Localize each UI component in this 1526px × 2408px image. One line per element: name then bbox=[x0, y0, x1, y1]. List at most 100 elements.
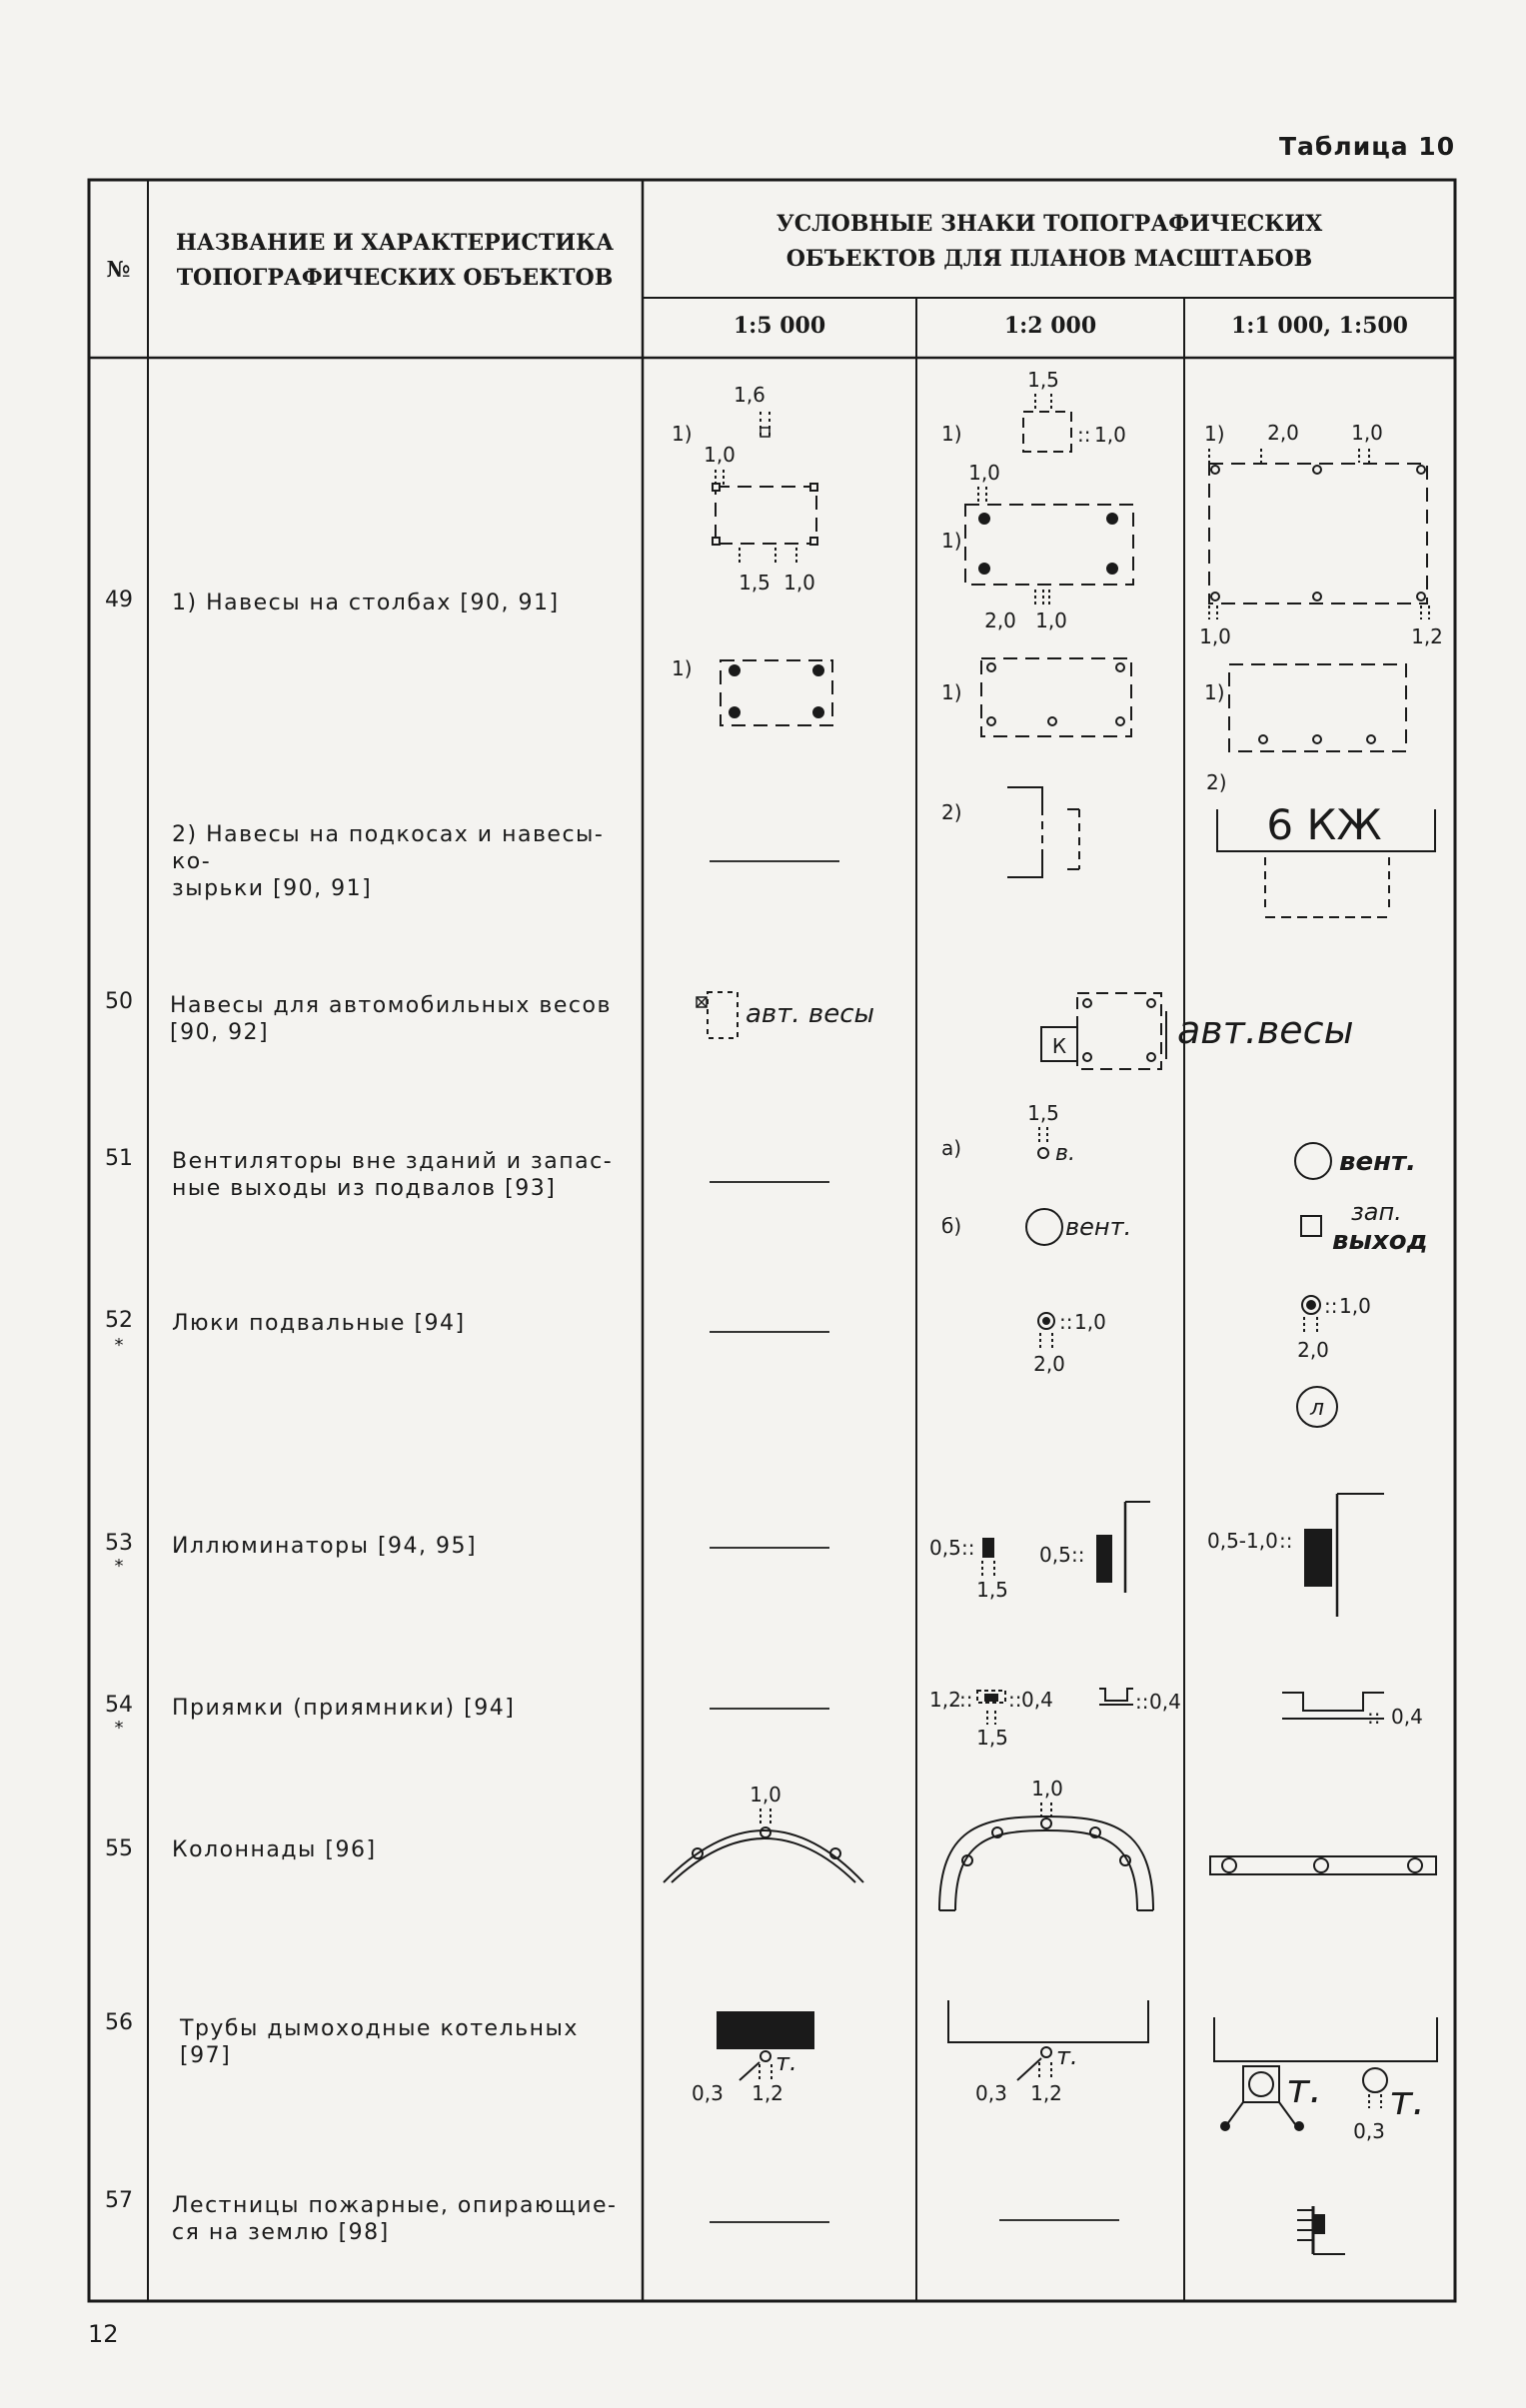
sign-label: зап. bbox=[1351, 1198, 1402, 1226]
row-star: * bbox=[114, 1335, 124, 1356]
row-name: 1) Навесы на столбах [90, 91] bbox=[172, 591, 560, 615]
sign-label: 1,0 bbox=[783, 571, 815, 595]
sign-label: 0,4 bbox=[1149, 1690, 1181, 1714]
sign-label: т. bbox=[1056, 2042, 1078, 2070]
sign-label: 1,5 bbox=[976, 1726, 1008, 1750]
row-num: 55 bbox=[105, 1836, 133, 1861]
sign-label: 2,0 bbox=[984, 608, 1016, 632]
sign-label: а) bbox=[941, 1136, 961, 1160]
sign-dim: :: bbox=[1279, 1529, 1292, 1553]
sign-label: 0,4 bbox=[1391, 1705, 1423, 1729]
header-name-line1: НАЗВАНИЕ И ХАРАКТЕРИСТИКА bbox=[175, 230, 615, 256]
row-name: Вентиляторы вне зданий и запас- ные выхо… bbox=[172, 1149, 614, 1201]
sign-label: 1,0 bbox=[750, 1783, 781, 1806]
sign-label: 2,0 bbox=[1267, 421, 1299, 445]
sign-label: 1) bbox=[941, 529, 962, 553]
sign-label: 0,4 bbox=[1021, 1688, 1053, 1712]
sign-label: 1) bbox=[1204, 422, 1225, 446]
scale-2000: 1:2 000 bbox=[1003, 313, 1097, 339]
sign-label: т. bbox=[1286, 2066, 1322, 2112]
sign-label: 1,0 bbox=[1031, 1777, 1063, 1801]
scale-1000-500: 1:1 000, 1:500 bbox=[1231, 313, 1408, 339]
sign-label: 0,5 bbox=[1039, 1543, 1071, 1567]
sign-dim: :: bbox=[961, 1536, 974, 1560]
sign-label: 0,5-1,0 bbox=[1207, 1529, 1278, 1553]
scale-5000: 1:5 000 bbox=[733, 313, 826, 339]
sign-label: 1,0 bbox=[1074, 1310, 1106, 1334]
sign-label: 2) bbox=[941, 800, 962, 824]
header-signs-line1: УСЛОВНЫЕ ЗНАКИ ТОПОГРАФИЧЕСКИХ bbox=[775, 211, 1323, 237]
table-border bbox=[87, 178, 1457, 2303]
sign-label: в. bbox=[1055, 1141, 1075, 1166]
sign-label: 1,0 bbox=[1094, 423, 1126, 447]
row-name: Люки подвальные [94] bbox=[172, 1311, 466, 1336]
sign-label: 1,2 bbox=[1030, 2081, 1062, 2105]
sign-label: 1,0 bbox=[1339, 1294, 1371, 1318]
sign-label: 0,3 bbox=[692, 2081, 724, 2105]
sign-label: 1) bbox=[672, 422, 693, 446]
header-signs-line2: ОБЪЕКТОВ ДЛЯ ПЛАНОВ МАСШТАБОВ bbox=[785, 246, 1313, 272]
sign-label: К bbox=[1052, 1034, 1066, 1058]
sign-label: выход bbox=[1332, 1226, 1428, 1256]
sign-label: 1,0 bbox=[1199, 624, 1231, 648]
row-num: 54 bbox=[105, 1693, 133, 1718]
sign-dim: :: bbox=[959, 1688, 972, 1712]
sign-label: 1,2 bbox=[752, 2081, 783, 2105]
sign-label: 1) bbox=[941, 680, 962, 704]
sign-dim: :: bbox=[1135, 1690, 1148, 1714]
row-num: 52 bbox=[105, 1308, 133, 1333]
sign-label: 1,2 bbox=[1411, 624, 1443, 648]
sign-label: вент. bbox=[1065, 1213, 1131, 1241]
sign-label: 1) bbox=[1204, 680, 1225, 704]
row-name: Лестницы пожарные, опирающие- ся на земл… bbox=[172, 2193, 618, 2245]
sign-dim: :: bbox=[1367, 1705, 1380, 1729]
row-name: 2) Навесы на подкосах и навесы-ко- зырьк… bbox=[172, 822, 605, 901]
sign-label: 0,5 bbox=[929, 1536, 961, 1560]
row-name: Колоннады [96] bbox=[172, 1837, 377, 1862]
sign-label: вент. bbox=[1339, 1147, 1416, 1177]
sign-label: 1,5 bbox=[976, 1578, 1008, 1602]
sign-label: 1,0 bbox=[704, 443, 736, 467]
sign-label: 1,5 bbox=[1027, 1101, 1059, 1125]
sign-label: 1,6 bbox=[734, 383, 765, 407]
row-num: 53 bbox=[105, 1531, 133, 1556]
sign-dim: :: bbox=[1071, 1543, 1084, 1567]
sign-dim: :: bbox=[1077, 423, 1090, 447]
sign-label: 1) bbox=[941, 422, 962, 446]
row-num: 56 bbox=[105, 2010, 133, 2035]
sign-label: 2,0 bbox=[1297, 1338, 1329, 1362]
row-star: * bbox=[114, 1718, 124, 1739]
header-name-line2: ТОПОГРАФИЧЕСКИХ ОБЪЕКТОВ bbox=[176, 265, 614, 291]
sign-label: 1,0 bbox=[1351, 421, 1383, 445]
page-number: 12 bbox=[88, 2320, 119, 2348]
sign-label: 1,5 bbox=[1027, 368, 1059, 392]
header-num: № bbox=[106, 257, 131, 283]
sign-label: 1,0 bbox=[968, 461, 1000, 485]
row-star: * bbox=[114, 1556, 124, 1577]
sign-label: т. bbox=[1389, 2078, 1425, 2124]
sign-label: авт.весы bbox=[1177, 1008, 1354, 1052]
row-name: Трубы дымоходные котельных [97] bbox=[180, 2016, 579, 2068]
sign-label: 1) bbox=[672, 656, 693, 680]
sign-label: 0,3 bbox=[1353, 2119, 1385, 2143]
row-name: Навесы для автомобильных весов [90, 92] bbox=[170, 993, 612, 1045]
row-num: 57 bbox=[105, 2188, 133, 2213]
sign-label: 1,0 bbox=[1035, 608, 1067, 632]
sign-dim: :: bbox=[1008, 1688, 1021, 1712]
sign-label: 1,5 bbox=[739, 571, 770, 595]
sign-label: 2) bbox=[1206, 770, 1227, 794]
row-num: 50 bbox=[105, 989, 133, 1014]
sign-label: 0,3 bbox=[975, 2081, 1007, 2105]
sign-label: 6 КЖ bbox=[1266, 800, 1381, 849]
table-label: Таблица 10 bbox=[1279, 132, 1456, 161]
row-num: 49 bbox=[105, 588, 133, 612]
row-num: 51 bbox=[105, 1146, 133, 1171]
sign-label: 2,0 bbox=[1033, 1352, 1065, 1376]
sign-label: б) bbox=[941, 1214, 961, 1238]
row-name: Иллюминаторы [94, 95] bbox=[172, 1534, 478, 1559]
sign-label: авт. весы bbox=[746, 999, 874, 1029]
sign-label: 1,2 bbox=[929, 1688, 961, 1712]
sign-dim: :: bbox=[1324, 1294, 1337, 1318]
